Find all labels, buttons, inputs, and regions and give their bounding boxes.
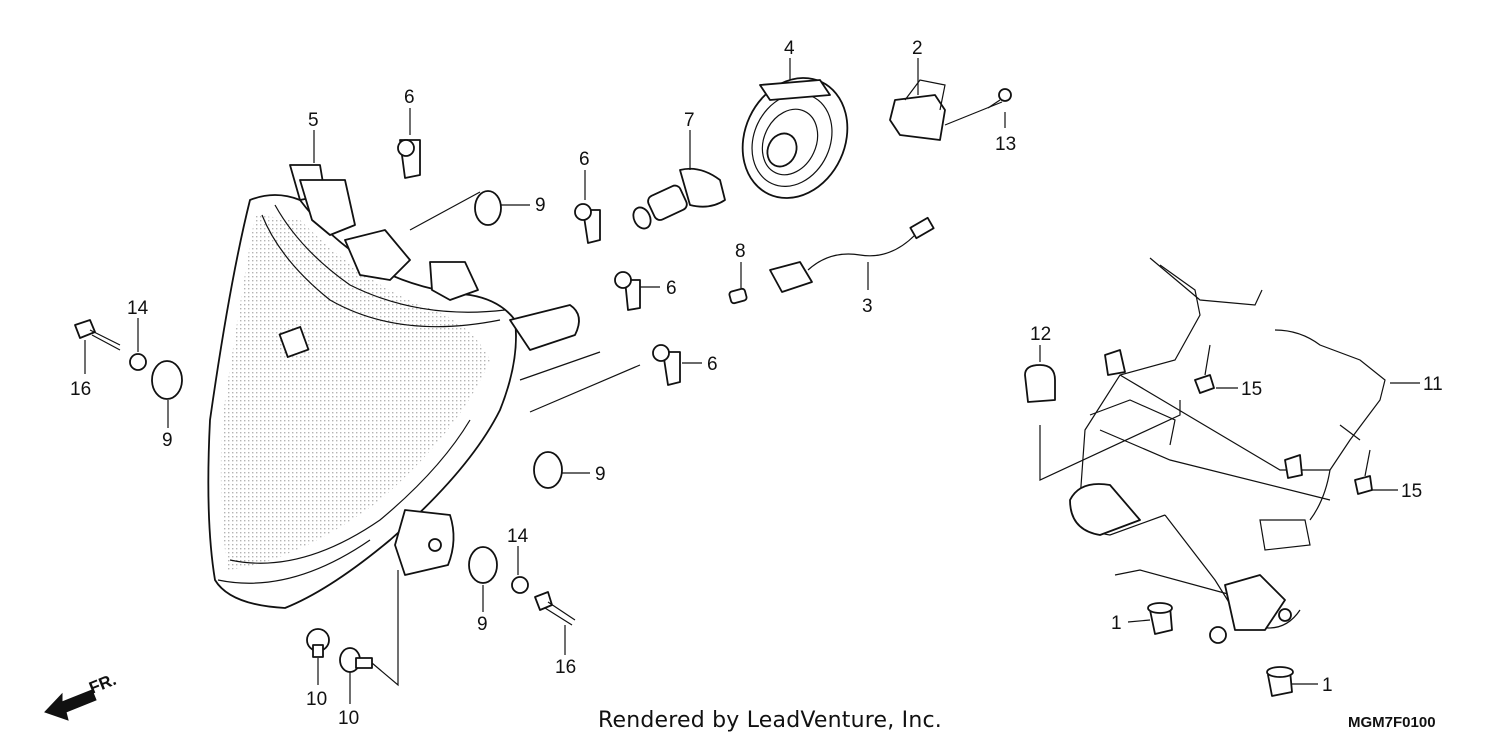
callout-14-right: 14 xyxy=(507,526,529,547)
headlight-stay xyxy=(1069,257,1386,644)
callout-9-left: 9 xyxy=(162,430,173,451)
grommets xyxy=(151,190,563,584)
callout-labels: 4 2 13 7 6 6 5 9 6 8 3 6 14 16 9 9 14 9 … xyxy=(70,38,1443,729)
render-credit: Rendered by LeadVenture, Inc. xyxy=(598,708,942,733)
callout-14-left: 14 xyxy=(127,298,149,319)
callout-8: 8 xyxy=(735,241,746,262)
dust-cover xyxy=(741,77,849,199)
callout-6-mid: 6 xyxy=(579,149,590,170)
bracket-small xyxy=(889,79,946,141)
callout-9-bottom: 9 xyxy=(477,614,488,635)
callout-16-right: 16 xyxy=(555,657,576,678)
position-lamp-socket xyxy=(728,216,935,305)
headlight-bulb xyxy=(632,167,726,230)
front-direction-indicator: FR. xyxy=(44,670,119,721)
diagram-code: MGM7F0100 xyxy=(1348,714,1436,731)
stay-fasteners xyxy=(1024,344,1373,697)
headlight-assembly xyxy=(207,164,580,609)
front-arrow-icon xyxy=(44,689,97,721)
callout-15-lower: 15 xyxy=(1401,481,1422,502)
callout-15-upper: 15 xyxy=(1241,379,1262,400)
callout-9-mid: 9 xyxy=(595,464,606,485)
callout-10-lower: 10 xyxy=(338,708,359,729)
callout-6-top: 6 xyxy=(404,87,415,108)
callout-1-left: 1 xyxy=(1111,613,1122,634)
front-label: FR. xyxy=(86,670,119,698)
callout-2: 2 xyxy=(912,38,923,59)
callout-11: 11 xyxy=(1423,374,1443,395)
callout-13: 13 xyxy=(995,134,1016,155)
callout-16-left: 16 xyxy=(70,379,91,400)
callout-6-lower: 6 xyxy=(666,278,677,299)
callout-10-upper: 10 xyxy=(306,689,327,710)
callout-1-right: 1 xyxy=(1322,675,1333,696)
callout-9-top: 9 xyxy=(535,195,546,216)
callout-3: 3 xyxy=(862,296,873,317)
callout-12: 12 xyxy=(1030,324,1051,345)
callout-5: 5 xyxy=(308,110,319,131)
screw-13 xyxy=(987,88,1012,109)
callout-4: 4 xyxy=(784,38,795,59)
leader-lines xyxy=(84,58,1420,704)
collars xyxy=(397,139,681,386)
callout-6-right: 6 xyxy=(707,354,718,375)
callout-7: 7 xyxy=(684,110,695,131)
